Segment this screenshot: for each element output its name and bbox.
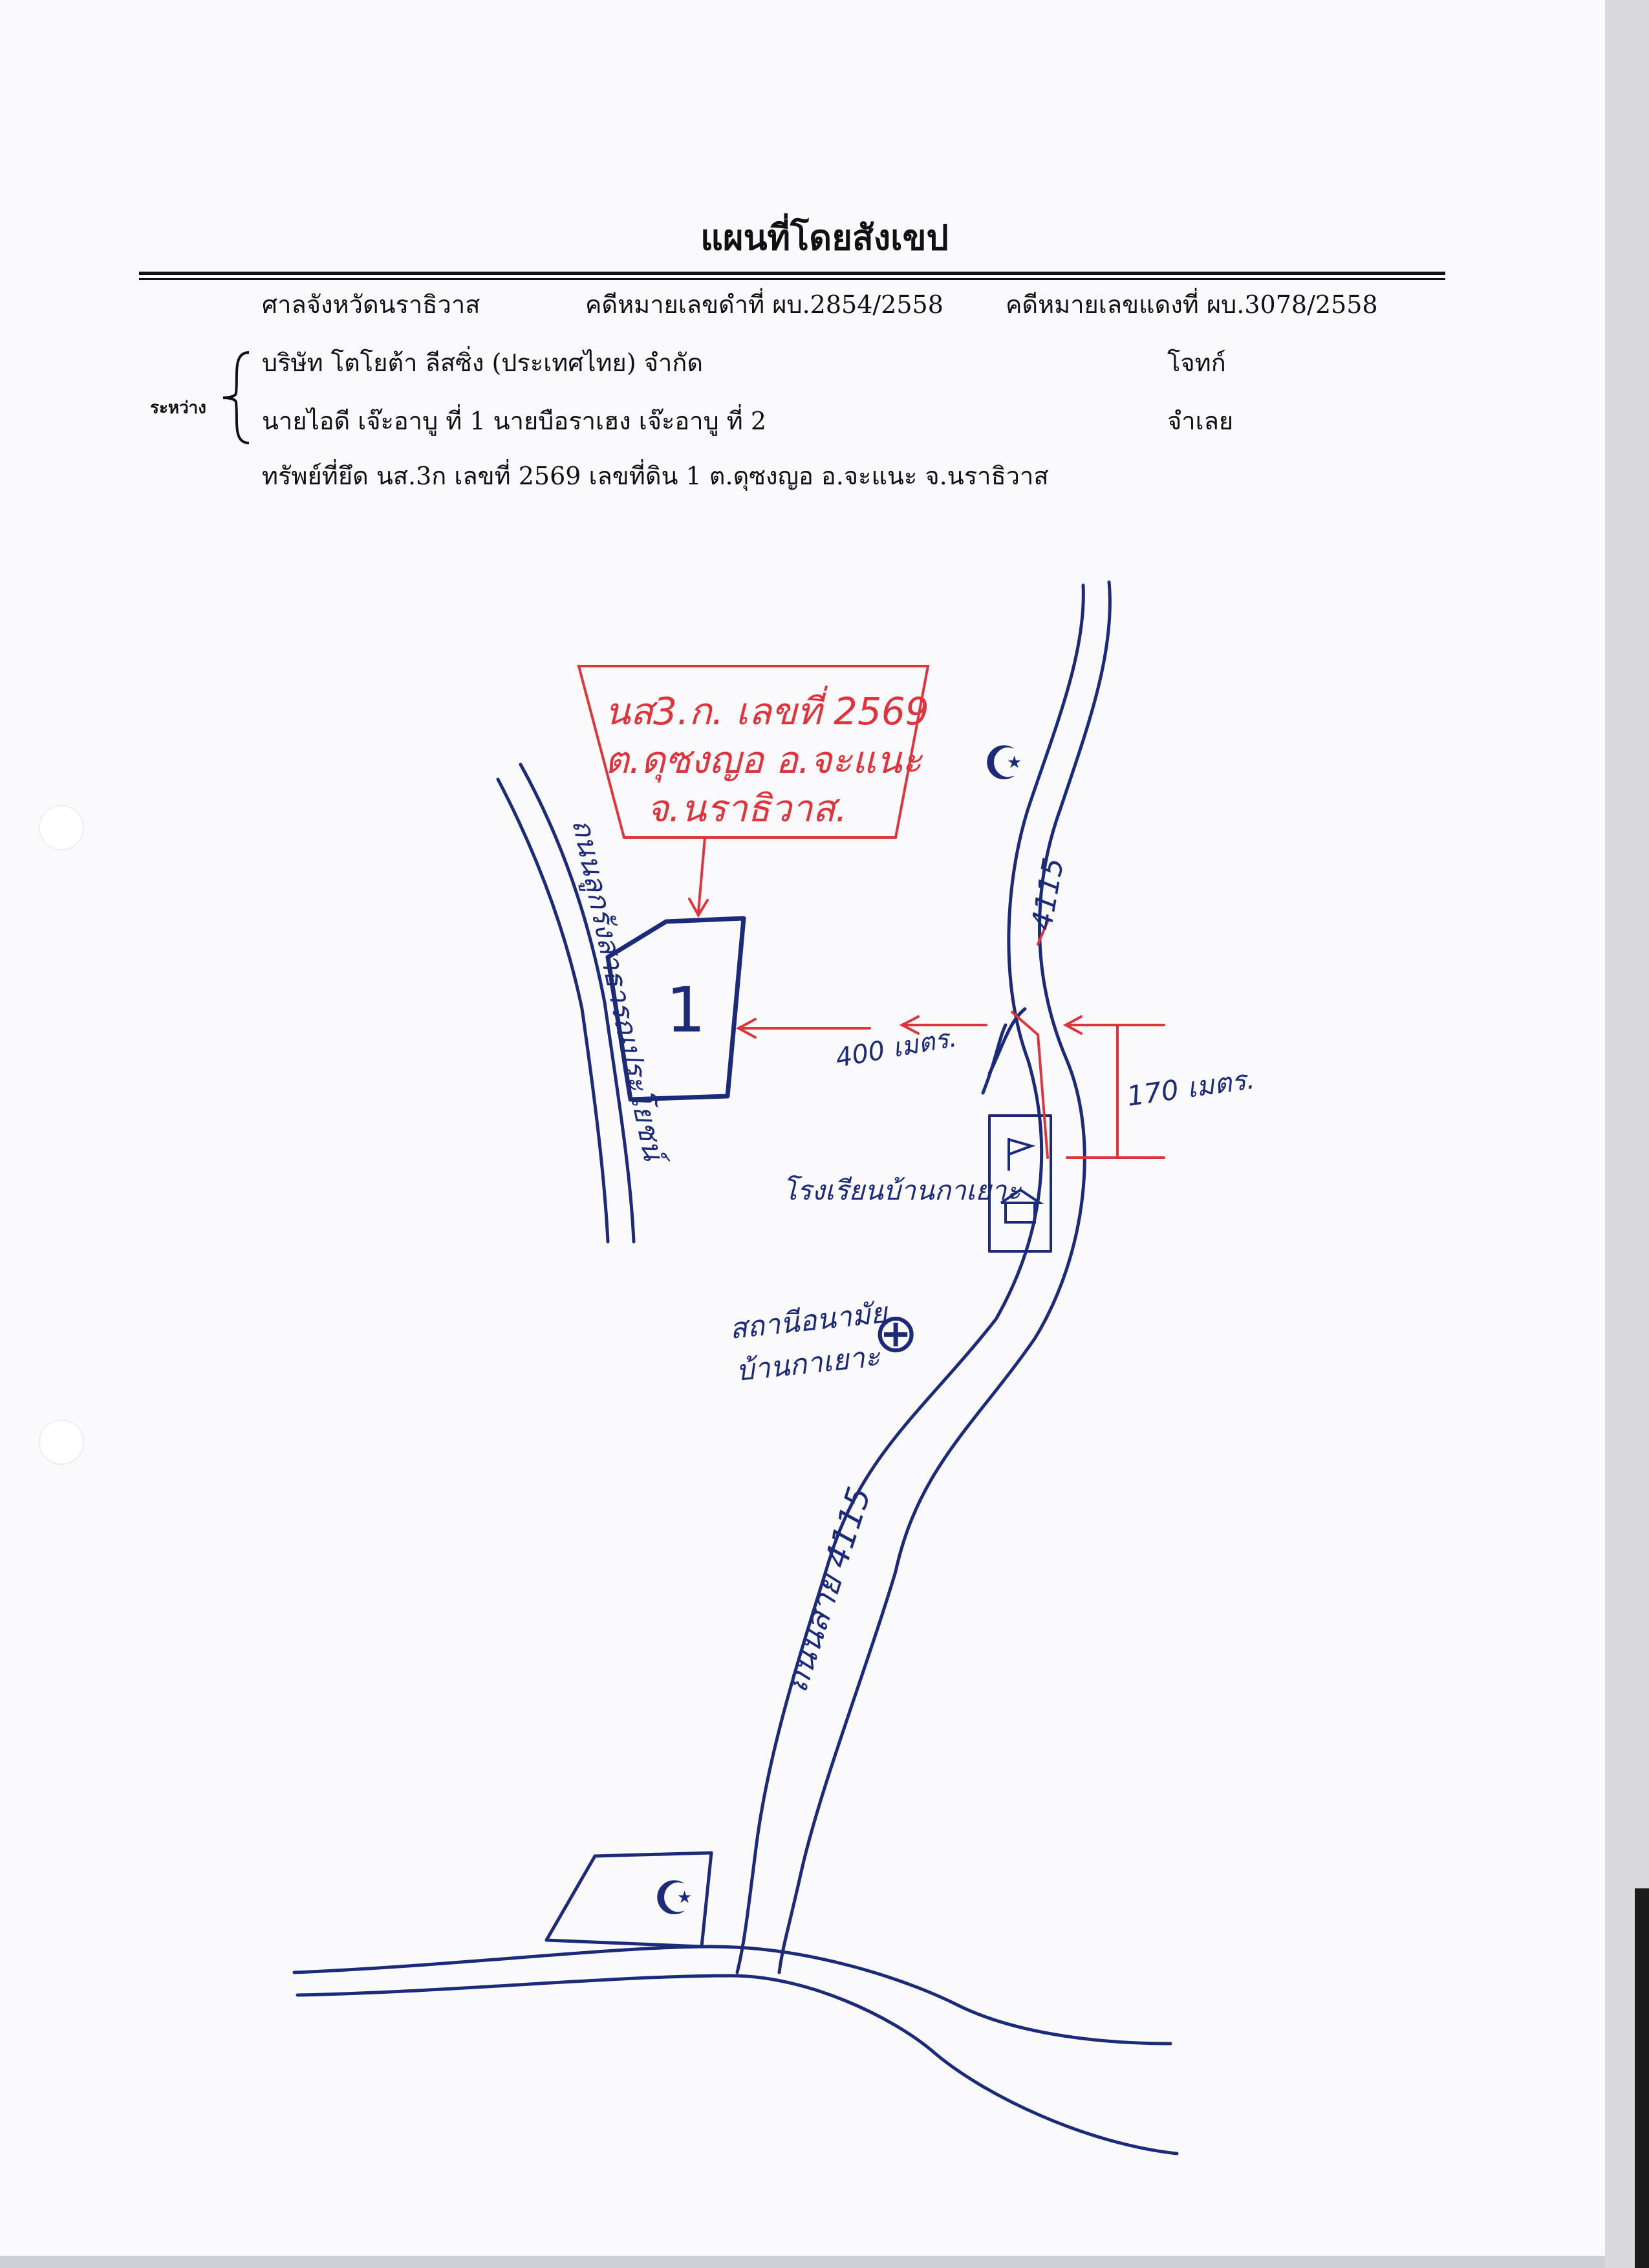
distance-arrow-plot: [735, 1018, 757, 1039]
health-station-label-1: สถานีอนามัย: [728, 1296, 890, 1346]
scan-edge-bottom: [0, 2256, 1605, 2268]
title-rule-thin: [139, 278, 1445, 280]
party-brace: [222, 351, 250, 444]
bottom-road-north-edge: [292, 1945, 1172, 2046]
callout-line-3: จ.นราธิวาส.: [647, 786, 847, 830]
seized-property: ทรัพย์ที่ยึด นส.3ก เลขที่ 2569 เลขที่ดิน…: [262, 462, 1049, 490]
junction-island: [544, 1851, 713, 1949]
defendant-names: นายไอดี เจ๊ะอาบู ที่ 1 นายบือราเฮง เจ๊ะอ…: [262, 407, 767, 435]
callout-pointer-head: [688, 898, 709, 918]
callout-pointer: [697, 836, 706, 913]
laterite-road-west-edge: [496, 777, 610, 1244]
school-building: [988, 1114, 1052, 1253]
road-4115-east-edge: [777, 580, 1112, 1974]
court-name: ศาลจังหวัดนราธิวาส: [262, 290, 480, 319]
title-rule-thick: [139, 272, 1445, 275]
punch-hole-top: [39, 805, 84, 850]
road-4115-west-edge: [735, 583, 1085, 1974]
page-title: แผนที่โดยสังเขป: [700, 217, 949, 258]
road-4115-lower-label: ถนนสาย 4115: [777, 1482, 878, 1696]
callout-box: [577, 665, 930, 839]
road-branch-2: [981, 1023, 1008, 1095]
bottom-road-south-edge: [296, 1974, 1179, 2155]
road-tick-red: [1037, 920, 1049, 945]
plaintiff-role: โจทก์: [1167, 349, 1226, 377]
school-label: โรงเรียนบ้านกาเยาะ: [782, 1174, 1022, 1206]
school-flag-icon: [1000, 1138, 1044, 1224]
plot-number: 1: [666, 974, 706, 1046]
distance-label-plot: 400 เมตร.: [834, 1023, 959, 1074]
distance-arrow-east: [1062, 1015, 1083, 1035]
distance-arrow-road: [899, 1015, 920, 1035]
mosque-symbol-south: ☪: [653, 1871, 695, 1925]
black-case-number: คดีหมายเลขดำที่ ผบ.2854/2558: [585, 290, 943, 319]
between-label: ระหว่าง: [150, 398, 206, 418]
defendant-role: จำเลย: [1167, 407, 1234, 435]
laterite-road-label: ถนนลูกรังสาธารณประโยชน์: [565, 816, 671, 1169]
health-station-symbol: ⊕: [873, 1301, 918, 1365]
road-4115-upper-label: 4115: [1026, 856, 1071, 933]
health-station-label-2: บ้านกาเยาะ: [735, 1340, 883, 1388]
scan-edge-shadow: [1635, 1888, 1649, 2268]
junction-mark: [1011, 1011, 1049, 1159]
callout-line-1: นส3.ก. เลขที่ 2569: [605, 686, 929, 733]
plaintiff-name: บริษัท โตโยต้า ลีสซิ่ง (ประเทศไทย) จำกัด: [262, 349, 704, 377]
red-case-number: คดีหมายเลขแดงที่ ผบ.3078/2558: [1006, 290, 1378, 319]
document-page: [0, 0, 1605, 2257]
laterite-road-east-edge: [519, 762, 636, 1244]
plot-1-boundary: [605, 916, 746, 1102]
distance-label-school: 170 เมตร.: [1125, 1063, 1257, 1112]
mosque-symbol-north: ☪: [983, 736, 1025, 790]
punch-hole-bottom: [39, 1420, 84, 1465]
callout-line-2: ต.ดุซงญอ อ.จะแนะ: [605, 738, 923, 783]
